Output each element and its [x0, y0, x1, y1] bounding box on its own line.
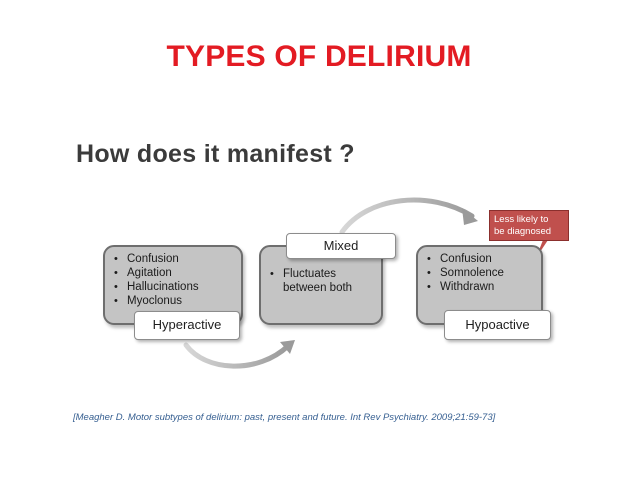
symptom-item: Somnolence [426, 266, 533, 280]
mixed-label: Mixed [286, 233, 396, 259]
hypoactive-label: Hypoactive [444, 310, 551, 340]
hyperactive-label: Hyperactive [134, 311, 240, 340]
diagnosis-callout: Less likely to be diagnosed [489, 210, 569, 241]
symptom-item: Confusion [426, 252, 533, 266]
slide-subtitle: How does it manifest ? [76, 140, 355, 168]
callout-line-2: be diagnosed [494, 225, 552, 237]
hypoactive-symptom-list: Confusion Somnolence Withdrawn [426, 252, 533, 294]
mixed-symptom-list: Fluctuates between both [269, 267, 373, 295]
slide-title: TYPES OF DELIRIUM [166, 40, 472, 73]
symptom-item: Withdrawn [426, 280, 533, 294]
symptom-item: Fluctuates between both [269, 267, 369, 295]
hyperactive-symptom-list: Confusion Agitation Hallucinations Myocl… [113, 252, 233, 308]
arrow-top-icon [339, 197, 478, 235]
symptom-item: Agitation [113, 266, 233, 280]
reference-citation: [Meagher D. Motor subtypes of delirium: … [73, 412, 496, 423]
callout-line-1: Less likely to [494, 214, 549, 225]
symptom-item: Myoclonus [113, 294, 233, 308]
arrow-bottom-icon [183, 340, 295, 369]
symptom-item: Confusion [113, 252, 233, 266]
symptom-item: Hallucinations [113, 280, 233, 294]
